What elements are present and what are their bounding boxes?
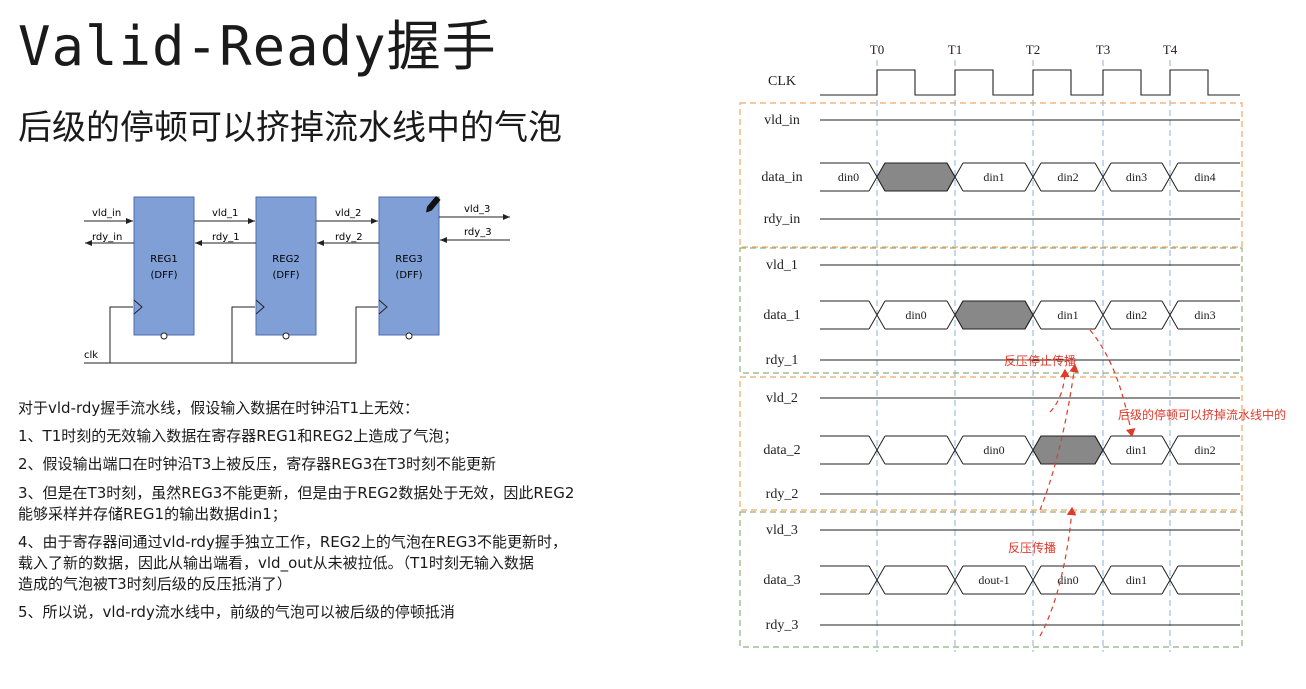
bus-value: din2	[1126, 308, 1147, 322]
bus-value: din3	[1194, 308, 1215, 322]
vld-1-label: vld_1	[212, 208, 238, 219]
note-line: 3、但是在T3时刻，虽然REG3不能更新，但是由于REG2数据处于无效，因此RE…	[18, 483, 575, 502]
reg3-name: REG3	[395, 254, 422, 265]
reg3-block	[378, 196, 440, 336]
clk-label: CLK	[768, 74, 796, 89]
register-pipeline-diagram: REG1 (DFF) REG2 (DFF) REG3 (DFF) vld_in …	[84, 196, 510, 364]
annotation-backpressure-stop: 反压停止传播	[1004, 353, 1076, 368]
bus-value: din2	[1057, 170, 1078, 184]
clock-edge-label-t1: T1	[948, 42, 962, 57]
bus-value: din0	[983, 443, 1004, 457]
note-line: 5、所以说，vld-rdy流水线中，前级的气泡可以被后级的停顿抵消	[18, 602, 455, 621]
bus-value: din0	[838, 170, 859, 184]
vld-3-label: vld_3	[464, 204, 490, 215]
note-line: 造成的气泡被T3时刻后级的反压抵消了）	[18, 574, 292, 593]
signal-label-vld-2: vld_2	[766, 391, 798, 406]
bus-value: din0	[1057, 573, 1078, 587]
signal-label-rdy-1: rdy_1	[766, 353, 799, 368]
clk-label: clk	[84, 350, 98, 361]
clock-edge-label-t3: T3	[1096, 42, 1110, 57]
signal-group-box	[739, 247, 1243, 374]
reg1-type: (DFF)	[150, 270, 177, 281]
signal-group-box	[739, 376, 1243, 511]
clock-edge-label-t4: T4	[1163, 42, 1178, 57]
bus-value: din3	[1126, 170, 1147, 184]
pen-cursor-icon	[426, 196, 441, 213]
reg2-name: REG2	[272, 254, 299, 265]
signal-group-box	[739, 102, 1243, 248]
rdy-2-label: rdy_2	[335, 232, 363, 243]
signal-label-rdy-3: rdy_3	[766, 618, 799, 633]
signal-label-vld-3: vld_3	[766, 523, 798, 538]
note-line: 能够采样并存储REG1的输出数据din1；	[18, 504, 287, 523]
note-line: 4、由于寄存器间通过vld-rdy握手独立工作，REG2上的气泡在REG3不能更…	[18, 532, 567, 551]
note-line: 对于vld-rdy握手流水线，假设输入数据在时钟沿T1上无效：	[18, 399, 419, 417]
note-line: 2、假设输出端口在时钟沿T3上被反压，寄存器REG3在T3时刻不能更新	[18, 455, 497, 474]
vld-2-label: vld_2	[335, 208, 361, 219]
rdy-3-label: rdy_3	[464, 227, 492, 238]
signal-label-vld-1: vld_1	[766, 258, 798, 273]
cropped-edge-glyphs	[1284, 470, 1306, 640]
page-subtitle: 后级的停顿可以挤掉流水线中的气泡	[18, 108, 562, 148]
bus-value: din1	[1126, 573, 1147, 587]
explanation-notes: 对于vld-rdy握手流水线，假设输入数据在时钟沿T1上无效： 1、T1时刻的无…	[18, 400, 698, 632]
clock-edge-label-t2: T2	[1026, 42, 1040, 57]
bus-value: din2	[1194, 443, 1215, 457]
reg3-type: (DFF)	[395, 270, 422, 281]
page-title: Valid-Ready握手	[18, 15, 497, 78]
signal-label-vld-in: vld_in	[764, 113, 800, 128]
reg1-block	[133, 196, 195, 336]
bus-value: din0	[905, 308, 926, 322]
signal-label-rdy-2: rdy_2	[766, 487, 799, 502]
annotation-backpressure-propagation: 反压传播	[1008, 540, 1056, 555]
bus-value: din4	[1194, 170, 1215, 184]
signal-label-data-1: data_1	[763, 308, 800, 323]
bus-value: din1	[1057, 308, 1078, 322]
signal-label-rdy-in: rdy_in	[764, 212, 801, 227]
vld-in-label: vld_in	[92, 208, 121, 219]
reg1-name: REG1	[150, 254, 177, 265]
note-line: 1、T1时刻的无效输入数据在寄存器REG1和REG2上造成了气泡；	[18, 427, 459, 446]
rdy-in-label: rdy_in	[92, 232, 122, 243]
signal-label-data-in: data_in	[761, 170, 802, 185]
signal-group-box	[739, 511, 1243, 648]
rdy-1-label: rdy_1	[212, 232, 240, 243]
annotation-stall-squeezes-bubble: 后级的停顿可以挤掉流水线中的	[1118, 407, 1286, 422]
reg2-block	[255, 196, 317, 336]
signal-label-data-3: data_3	[763, 573, 800, 588]
bus-value: dout-1	[978, 573, 1009, 587]
clk-waveform	[820, 69, 1240, 96]
clock-edge-label-t0: T0	[870, 42, 884, 57]
bus-value: din1	[1126, 443, 1147, 457]
bus-value: din1	[983, 170, 1004, 184]
note-line: 载入了新的数据，因此从输出端看，vld_out从未被拉低。（T1时刻无输入数据	[18, 553, 534, 572]
signal-label-data-2: data_2	[763, 443, 800, 458]
reg2-type: (DFF)	[272, 270, 299, 281]
